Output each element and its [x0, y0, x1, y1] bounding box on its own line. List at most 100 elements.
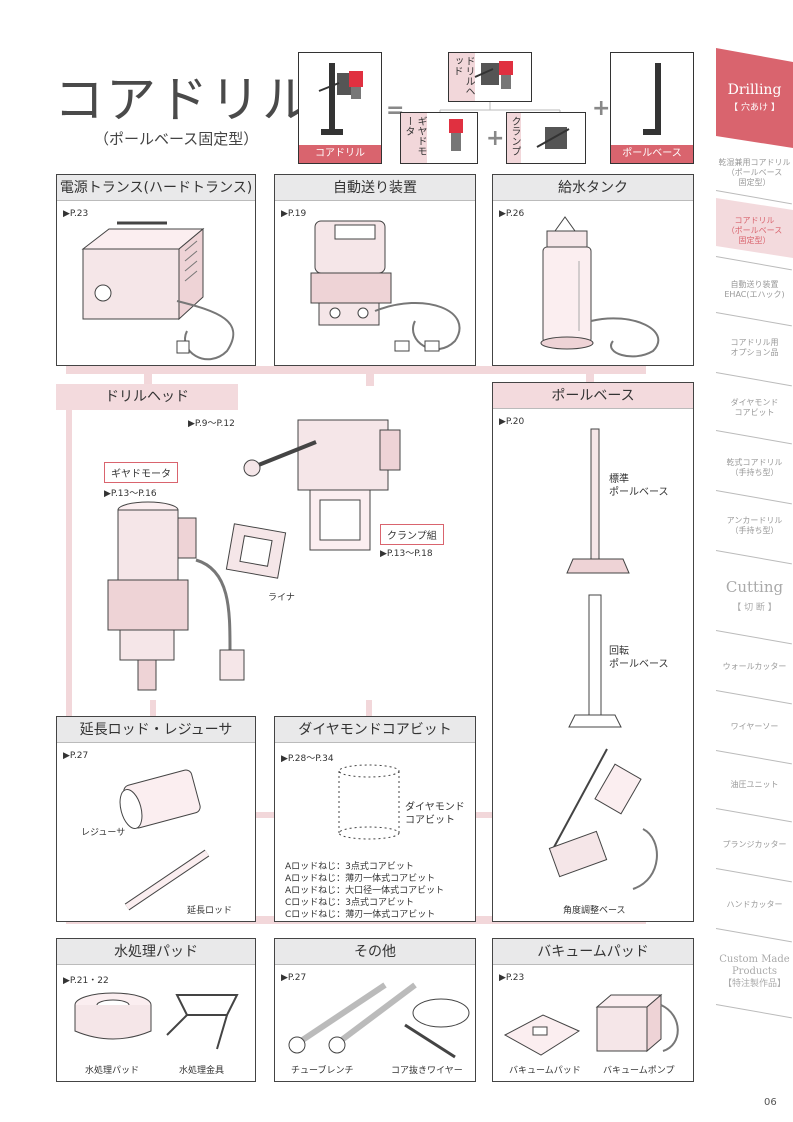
sidebar-item-auto-feed[interactable]: 自動送り装置 EHAC(エハック): [716, 280, 793, 300]
connector-top: [66, 366, 646, 374]
water-pad-illustration: [57, 965, 257, 1065]
auto-feed-title: 自動送り装置: [275, 175, 475, 201]
others-panel: その他 ▶P.27 チューブレンチ コア抜きワイヤー: [274, 938, 476, 1082]
page-title: コアドリル: [54, 60, 314, 132]
diamond-bit-panel: ダイヤモンドコアビット ▶P.28～P.34 ダイヤモンド コアビット Aロッド…: [274, 716, 476, 922]
water-pad-panel: 水処理パッド ▶P.21・22 水処理パッド 水処理金具: [56, 938, 256, 1082]
sidebar-item-dry-wet-core-drill[interactable]: 乾湿兼用コアドリル （ポールベース 固定型）: [716, 158, 793, 188]
sidebar-item-label: 固定型）: [716, 178, 793, 188]
pole-base-illustration: [493, 409, 695, 909]
sidebar-custom-en-2: Products: [716, 966, 793, 978]
diamond-bit-list: Aロッドねじ：3点式コアビット Aロッドねじ：薄刃一体式コアビット Aロッドねじ…: [285, 861, 444, 921]
sidebar-divider: [716, 550, 792, 564]
sidebar-cutting-en: Cutting: [716, 578, 793, 596]
sidebar-item-core-drill[interactable]: コアドリル （ポールベース 固定型）: [716, 216, 793, 246]
pole-base-icon: [611, 53, 695, 147]
sidebar-item-label: 乾湿兼用コアドリル: [716, 158, 793, 168]
sidebar-item-label: ダイヤモンド: [716, 398, 793, 408]
sidebar-item-hand-cutter[interactable]: ハンドカッター: [716, 900, 793, 910]
vacuum-pad-title: バキュームパッド: [493, 939, 693, 965]
clamp-icon: [507, 113, 587, 165]
sidebar-divider: [716, 928, 792, 942]
drill-head-diagram: ドリルヘッド: [448, 52, 532, 102]
power-transformer-panel: 電源トランス(ハードトランス) ▶P.23: [56, 174, 256, 366]
sidebar-custom-heading[interactable]: Custom Made Products 【特注製作品】: [716, 954, 793, 990]
sidebar-cutting-heading[interactable]: Cutting 【 切 断 】: [716, 578, 793, 613]
water-pad-title: 水処理パッド: [57, 939, 255, 965]
vacuum-pad-panel: バキュームパッド ▶P.23 バキュームパッド バキュームポンプ: [492, 938, 694, 1082]
connector-1: [144, 366, 152, 386]
plus-sign-2: +: [592, 96, 610, 121]
water-tank-title: 給水タンク: [493, 175, 693, 201]
diamond-bit-title: ダイヤモンドコアビット: [275, 717, 475, 743]
sidebar-item-label: 乾式コアドリル: [716, 458, 793, 468]
sidebar-drilling-en: Drilling: [716, 82, 793, 98]
sidebar-divider: [716, 1004, 792, 1018]
sidebar-divider: [716, 430, 792, 444]
sidebar-divider: [716, 256, 792, 270]
vacuum-illustration: [493, 965, 695, 1065]
plus-sign-1: +: [486, 126, 504, 151]
others-title: その他: [275, 939, 475, 965]
diamond-bit-item: Cロッドねじ：薄刃一体式コアビット: [285, 909, 444, 921]
extension-illustration: [57, 743, 257, 923]
sidebar-divider: [716, 868, 792, 882]
others-illustration: [275, 965, 477, 1065]
water-tank-panel: 給水タンク ▶P.26: [492, 174, 694, 366]
gear-motor-diagram: ギヤドモータ: [400, 112, 478, 164]
auto-feed-illustration: [275, 201, 477, 361]
sidebar-custom-en-1: Custom Made: [716, 954, 793, 966]
diamond-bit-item: Aロッドねじ：3点式コアビット: [285, 861, 444, 873]
diamond-bit-item: Cロッドねじ：3点式コアビット: [285, 897, 444, 909]
sidebar-item-wall-cutter[interactable]: ウォールカッター: [716, 662, 793, 672]
diamond-bit-item: Aロッドねじ：薄刃一体式コアビット: [285, 873, 444, 885]
pole-base-diagram: ポールベース: [610, 52, 694, 164]
connector-2: [366, 366, 374, 386]
drill-head-icon: [449, 53, 533, 103]
power-transformer-title: 電源トランス(ハードトランス): [57, 175, 255, 201]
sidebar-divider: [716, 690, 792, 704]
sidebar-divider: [716, 808, 792, 822]
auto-feed-panel: 自動送り装置 ▶P.19: [274, 174, 476, 366]
sidebar-custom-jp: 【特注製作品】: [716, 978, 793, 990]
pole-base-label: ポールベース: [611, 145, 693, 163]
page-subtitle: （ポールベース固定型）: [94, 128, 258, 149]
pole-base-title: ポールベース: [493, 383, 693, 409]
water-tank-illustration: [493, 201, 695, 361]
sidebar-item-hydraulic-unit[interactable]: 油圧ユニット: [716, 780, 793, 790]
core-drill-label: コアドリル: [299, 145, 381, 163]
transformer-illustration: [57, 201, 257, 361]
sidebar-item-label: 自動送り装置: [716, 280, 793, 290]
sidebar-divider: [716, 372, 792, 386]
sidebar-drilling-jp: 【 穴あけ 】: [716, 100, 793, 113]
drill-head-illustration: [80, 400, 500, 700]
sidebar-item-label: オプション品: [716, 348, 793, 358]
sidebar-drilling-heading[interactable]: Drilling 【 穴あけ 】: [716, 82, 793, 113]
sidebar-divider: [716, 490, 792, 504]
sidebar-item-label: （ポールベース: [716, 168, 793, 178]
sidebar-item-wire-saw[interactable]: ワイヤーソー: [716, 722, 793, 732]
sidebar-divider: [716, 750, 792, 764]
sidebar-item-label: （手持ち型）: [716, 526, 793, 536]
sidebar-item-label: コアビット: [716, 408, 793, 418]
clamp-diagram: クランプ: [506, 112, 586, 164]
core-drill-diagram: コアドリル: [298, 52, 382, 164]
diamond-bit-illustration: [275, 743, 477, 853]
sidebar-item-dry-core-drill[interactable]: 乾式コアドリル （手持ち型）: [716, 458, 793, 478]
page-number: 06: [764, 1097, 777, 1108]
sidebar-item-diamond-bit[interactable]: ダイヤモンド コアビット: [716, 398, 793, 418]
core-drill-icon: [299, 53, 383, 147]
sidebar-item-label: （ポールベース: [716, 226, 793, 236]
gear-motor-icon: [401, 113, 479, 165]
extension-panel: 延長ロッド・レジューサ ▶P.27 レジューサ 延長ロッド: [56, 716, 256, 922]
sidebar-item-anchor-drill[interactable]: アンカードリル （手持ち型）: [716, 516, 793, 536]
diamond-bit-item: Aロッドねじ：大口径一体式コアビット: [285, 885, 444, 897]
sidebar-cutting-jp: 【 切 断 】: [716, 600, 793, 613]
sidebar-divider: [716, 630, 792, 644]
sidebar-item-options[interactable]: コアドリル用 オプション品: [716, 338, 793, 358]
sidebar-item-label: 固定型）: [716, 236, 793, 246]
sidebar-item-plunge-cutter[interactable]: プランジカッター: [716, 840, 793, 850]
extension-title: 延長ロッド・レジューサ: [57, 717, 255, 743]
sidebar-item-label: （手持ち型）: [716, 468, 793, 478]
sidebar-item-label: コアドリル: [716, 216, 793, 226]
